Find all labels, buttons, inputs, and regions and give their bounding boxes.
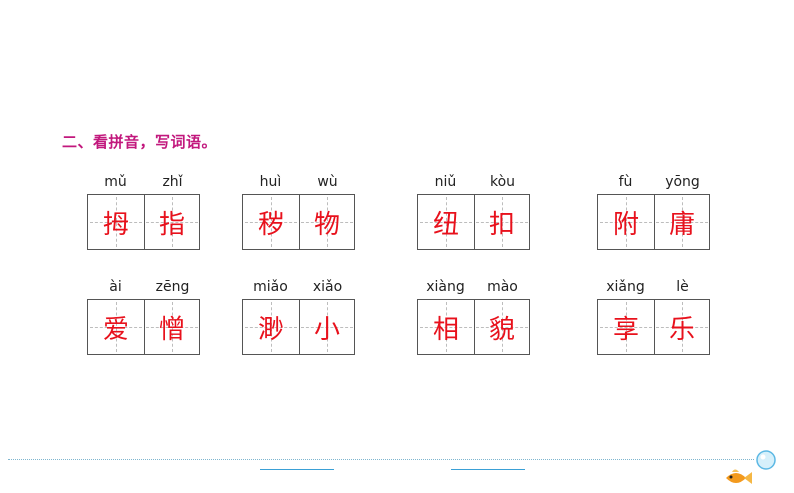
- character-cell: 貌: [474, 300, 530, 354]
- word-box: niǔ kòu 纽 扣: [417, 174, 531, 250]
- word-box: huì wù 秽 物: [242, 174, 356, 250]
- answer-character: 秽: [257, 209, 284, 240]
- word-box: fù yōng 附 庸: [597, 174, 711, 250]
- answer-character: 享: [612, 314, 639, 345]
- answer-character: 附: [612, 209, 639, 240]
- pinyin-label: ài: [109, 279, 122, 295]
- answer-character: 相: [432, 314, 459, 345]
- pinyin-label: yōng: [665, 174, 700, 190]
- answer-character: 渺: [257, 314, 284, 345]
- tianzige-grid: 享 乐: [597, 299, 710, 355]
- pinyin-label: miǎo: [253, 279, 288, 295]
- answer-character: 小: [313, 314, 340, 345]
- answer-character: 庸: [668, 209, 695, 240]
- tianzige-grid: 纽 扣: [417, 194, 530, 250]
- tianzige-grid: 附 庸: [597, 194, 710, 250]
- answer-character: 憎: [158, 314, 185, 345]
- character-cell: 相: [418, 300, 475, 354]
- character-cell: 扣: [474, 195, 530, 249]
- footer-divider: [8, 459, 754, 460]
- character-cell: 拇: [88, 195, 145, 249]
- tianzige-grid: 相 貌: [417, 299, 530, 355]
- pinyin-label: zhǐ: [162, 174, 183, 190]
- answer-character: 指: [158, 209, 185, 240]
- pinyin-label: niǔ: [434, 174, 457, 190]
- answer-character: 纽: [432, 209, 459, 240]
- goldfish-with-bubble-icon: [726, 450, 776, 484]
- answer-character: 乐: [668, 314, 695, 345]
- character-cell: 乐: [654, 300, 710, 354]
- word-box: xiàng mào 相 貌: [417, 279, 531, 355]
- tianzige-grid: 爱 憎: [87, 299, 200, 355]
- pinyin-label: zēng: [155, 279, 190, 295]
- answer-character: 扣: [488, 209, 515, 240]
- pinyin-label: lè: [676, 279, 689, 295]
- tianzige-grid: 拇 指: [87, 194, 200, 250]
- character-cell: 物: [299, 195, 355, 249]
- pinyin-label: huì: [259, 174, 282, 190]
- character-cell: 附: [598, 195, 655, 249]
- character-cell: 纽: [418, 195, 475, 249]
- character-cell: 指: [144, 195, 200, 249]
- character-cell: 享: [598, 300, 655, 354]
- character-cell: 憎: [144, 300, 200, 354]
- pinyin-label: xiǎng: [606, 279, 645, 295]
- word-box: miǎo xiǎo 渺 小: [242, 279, 356, 355]
- character-cell: 小: [299, 300, 355, 354]
- footer-accent-line: [451, 469, 525, 470]
- pinyin-label: fù: [618, 174, 633, 190]
- character-cell: 庸: [654, 195, 710, 249]
- section-heading: 二、看拼音，写词语。: [62, 133, 218, 151]
- pinyin-label: xiǎo: [312, 279, 343, 295]
- answer-character: 貌: [488, 314, 515, 345]
- pinyin-label: mào: [487, 279, 518, 295]
- character-cell: 渺: [243, 300, 300, 354]
- footer-accent-line: [260, 469, 334, 470]
- character-cell: 秽: [243, 195, 300, 249]
- answer-character: 拇: [102, 209, 129, 240]
- tianzige-grid: 秽 物: [242, 194, 355, 250]
- word-box: ài zēng 爱 憎: [87, 279, 201, 355]
- answer-character: 爱: [102, 314, 129, 345]
- answer-character: 物: [313, 209, 340, 240]
- pinyin-label: kòu: [489, 174, 516, 190]
- tianzige-grid: 渺 小: [242, 299, 355, 355]
- pinyin-label: mǔ: [104, 174, 127, 190]
- character-cell: 爱: [88, 300, 145, 354]
- word-box: mǔ zhǐ 拇 指: [87, 174, 201, 250]
- pinyin-label: xiàng: [426, 279, 465, 295]
- pinyin-label: wù: [317, 174, 338, 190]
- word-box: xiǎng lè 享 乐: [597, 279, 711, 355]
